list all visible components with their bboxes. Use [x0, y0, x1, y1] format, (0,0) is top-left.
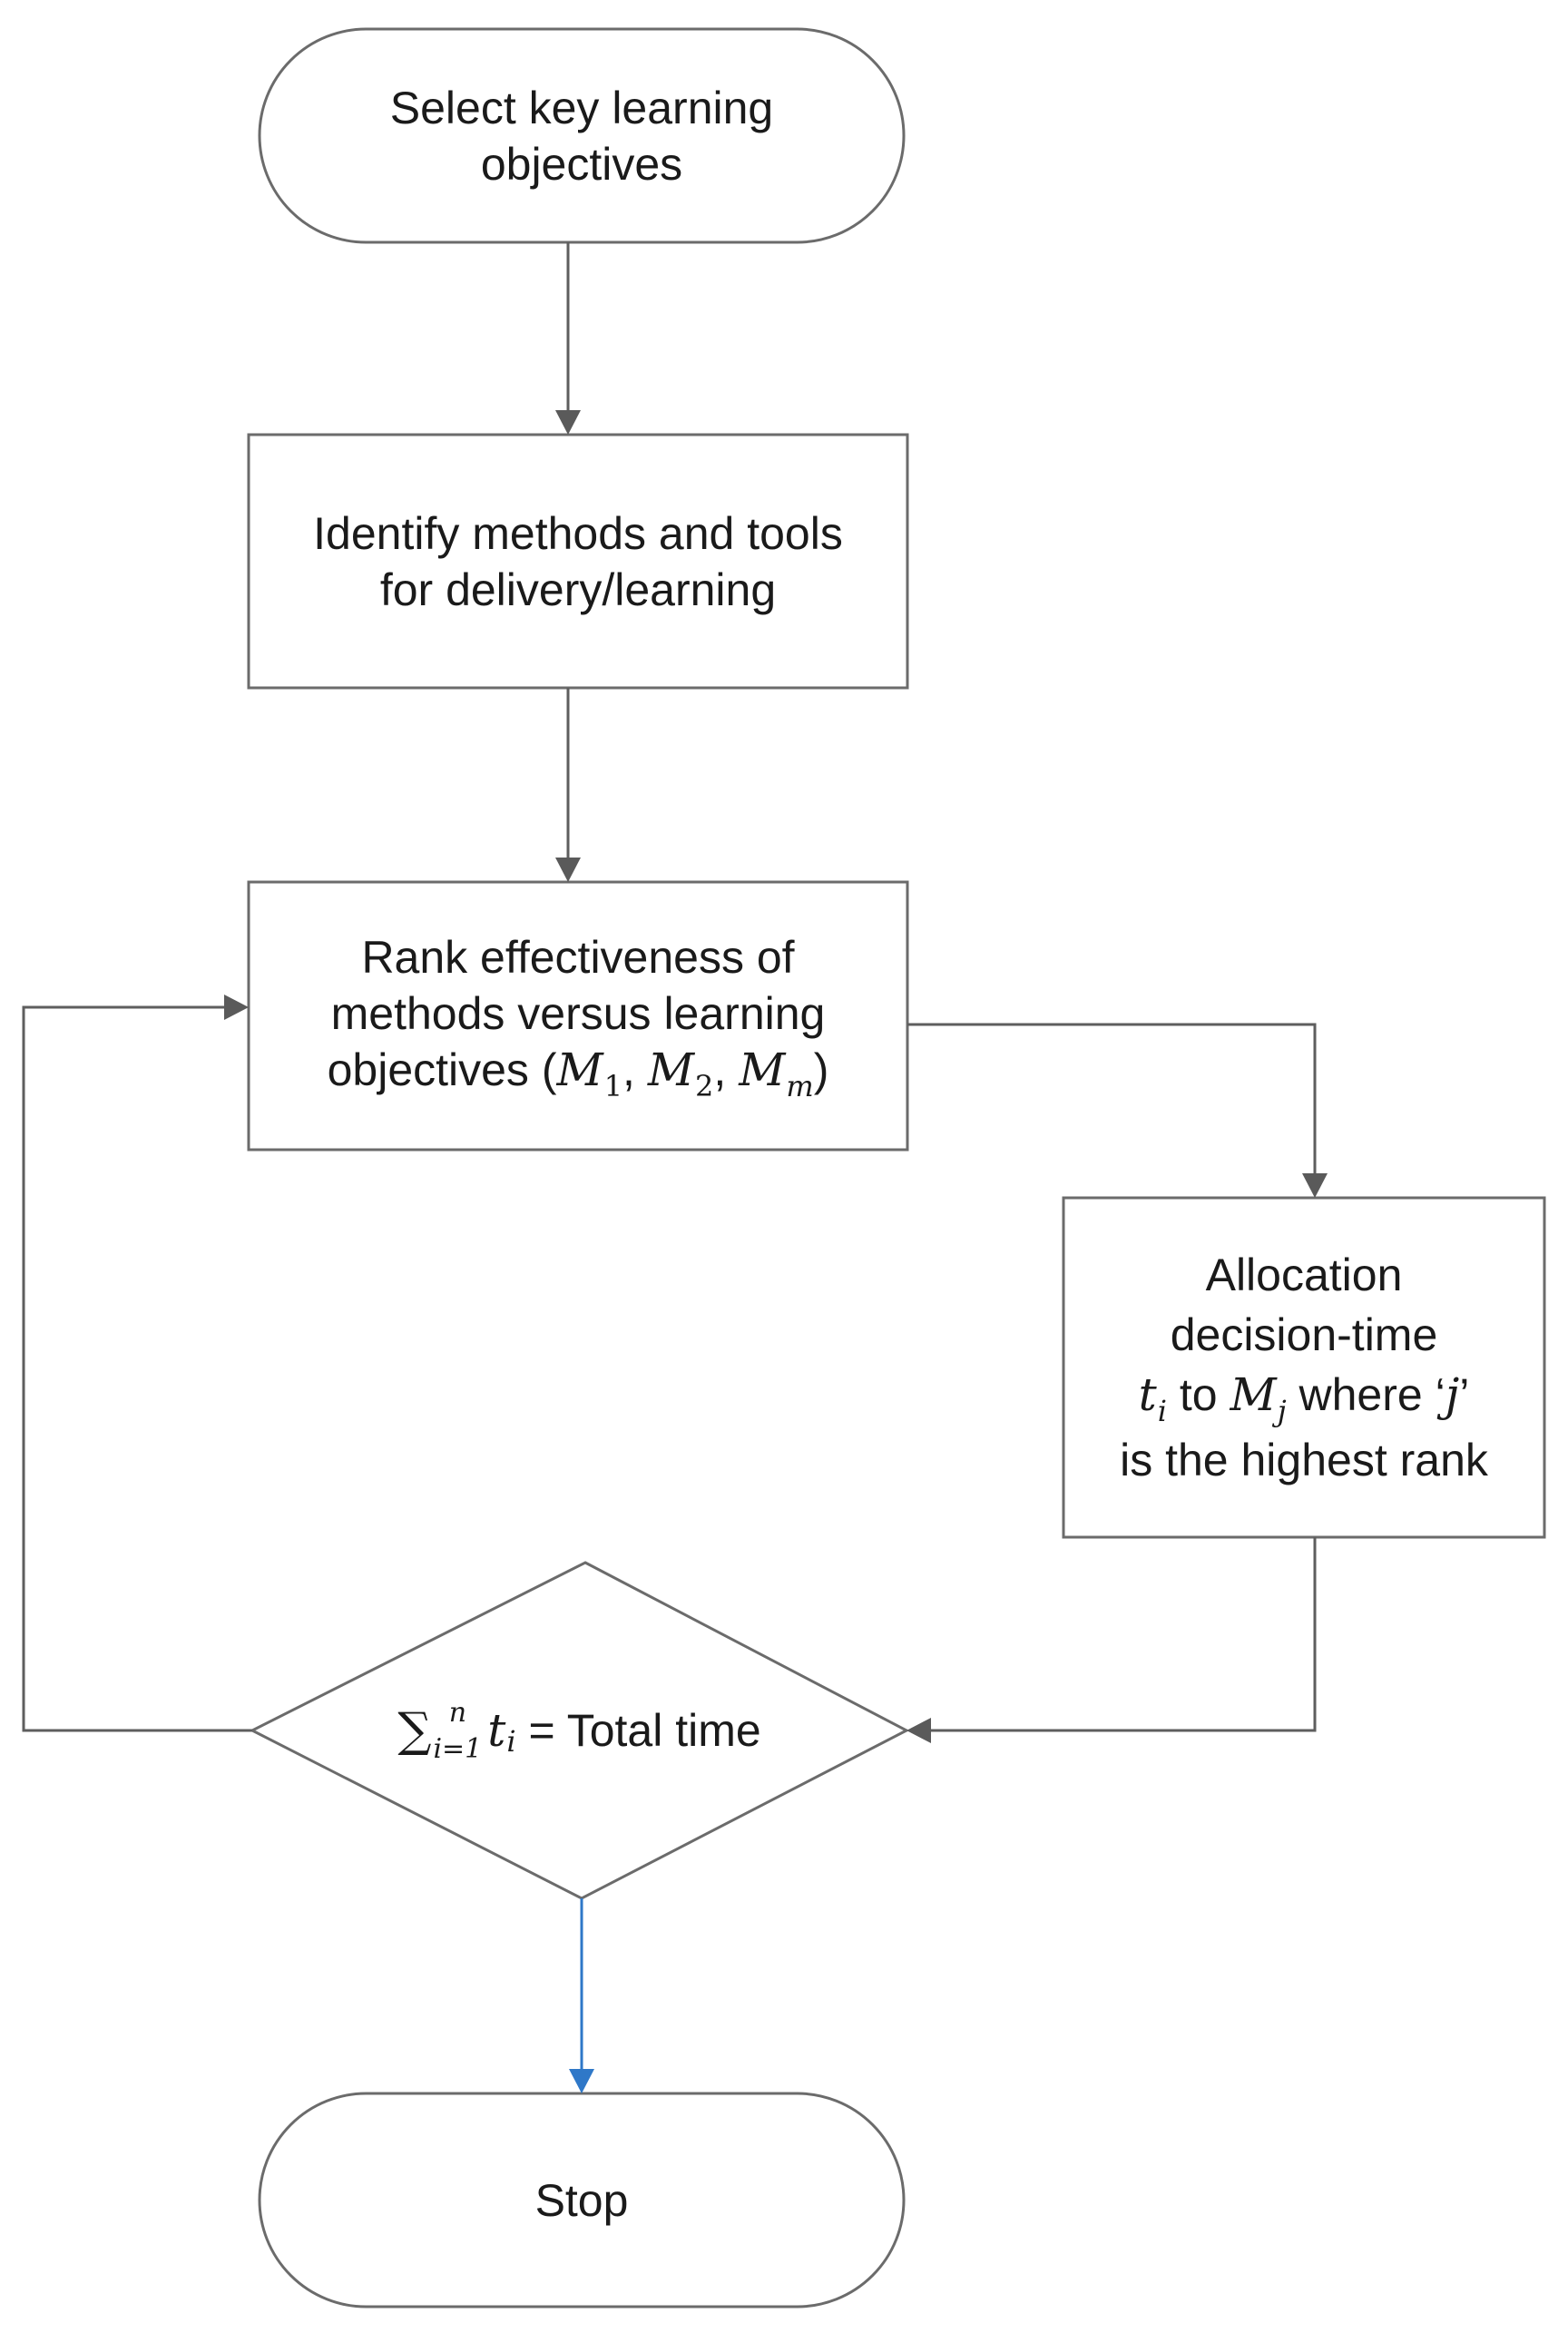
rank-mm-variable: M [739, 1043, 786, 1096]
rank-m2-subscript: 2 [695, 1068, 714, 1103]
rank-process-shape [247, 880, 909, 1152]
decision-t-variable: t [487, 1704, 506, 1757]
start-label-line-1: Select key learning [389, 82, 774, 133]
connector-rank-to-allocation [907, 1023, 1328, 1198]
summation-limits: n i=1 [433, 1697, 482, 1763]
allocation-to-text: to [1167, 1369, 1230, 1420]
rank-m2-variable: M [647, 1043, 695, 1096]
allocation-close-quote: ’ [1459, 1369, 1470, 1420]
allocation-t-subscript: i [1157, 1394, 1167, 1428]
start-terminal-shape [258, 27, 906, 244]
summation-lower-limit: i=1 [433, 1733, 483, 1765]
allocation-t-variable: t [1138, 1368, 1157, 1421]
allocation-j-variable: j [1445, 1368, 1460, 1421]
allocation-label-line-4: is the highest rank [1120, 1435, 1488, 1485]
allocation-label-line-1: Allocation [1205, 1250, 1403, 1300]
allocation-where-text: where ‘ [1286, 1369, 1446, 1420]
identify-label-line-2: for delivery/learning [379, 564, 777, 615]
sigma-glyph: ∑ [397, 1703, 432, 1758]
connector-identify-to-rank [555, 688, 581, 882]
stop-label: Stop [534, 2174, 629, 2226]
rank-separator-1: , [622, 1044, 648, 1095]
start-node-label: Select key learning objectives [260, 29, 904, 242]
allocation-mj-variable: M [1230, 1368, 1277, 1421]
connector-decision-loop-to-rank [22, 995, 252, 1732]
connector-start-to-identify [555, 242, 581, 435]
summation-upper-limit: n [448, 1697, 467, 1729]
identify-process-shape [247, 433, 909, 690]
rank-m1-variable: M [556, 1043, 603, 1096]
allocation-node-label: Allocation decision-time ti to Mj where … [1063, 1198, 1544, 1537]
rank-mm-subscript: m [786, 1068, 814, 1103]
connector-allocation-to-decision [906, 1537, 1317, 1743]
rank-separator-2: , [713, 1044, 740, 1095]
allocation-label-line-3: ti to Mj where ‘j’ [1120, 1365, 1488, 1430]
summation-symbol: ∑ n i=1 [397, 1697, 482, 1763]
rank-label-line-1: Rank effectiveness of [361, 931, 795, 983]
stop-node-label: Stop [260, 2093, 904, 2307]
rank-node-label: Rank effectiveness of methods versus lea… [249, 882, 907, 1150]
connector-decision-to-stop [569, 1898, 594, 2093]
decision-suffix-text: = Total time [515, 1705, 761, 1756]
allocation-process-shape [1062, 1196, 1546, 1539]
start-label-line-2: objectives [480, 138, 683, 190]
rank-m1-subscript: 1 [603, 1068, 623, 1103]
allocation-mj-subscript: j [1277, 1394, 1287, 1428]
rank-label-line-3: objectives (M1, M2, Mm) [328, 1042, 829, 1103]
rank-line-3-prefix: objectives ( [327, 1044, 557, 1095]
identify-node-label: Identify methods and tools for delivery/… [249, 435, 907, 688]
rank-label-line-2: methods versus learning [330, 987, 826, 1039]
decision-t-subscript: i [506, 1724, 516, 1759]
rank-line-3-suffix: ) [813, 1044, 829, 1095]
identify-label-line-1: Identify methods and tools [313, 507, 843, 559]
allocation-label-line-2: decision-time [1170, 1309, 1438, 1360]
